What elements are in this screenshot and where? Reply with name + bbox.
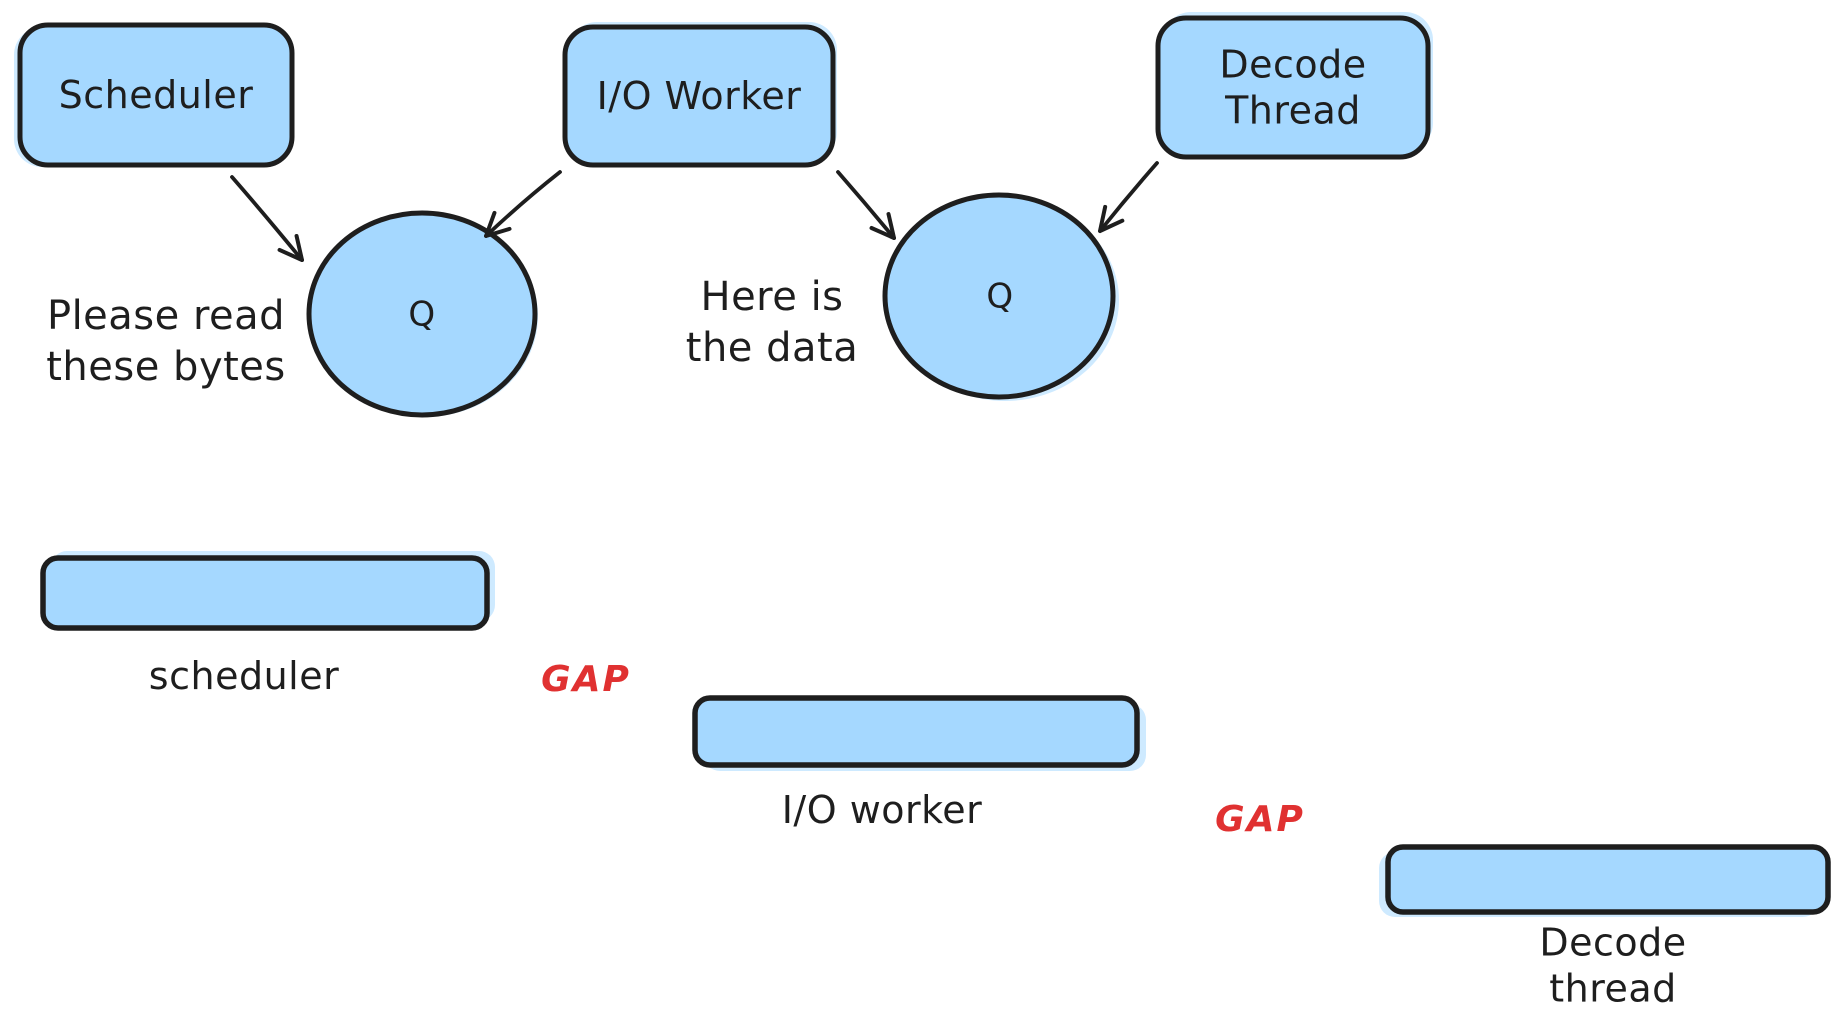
gap-label-1: GAP [541, 659, 631, 701]
queue-circle-left [306, 210, 538, 418]
arrow-scheduler-to-queue-left [230, 175, 304, 262]
decode-thread-box-label: Decode Thread [1219, 42, 1367, 133]
io-worker-box [562, 24, 836, 168]
decode-thread-timeline-bar [1385, 844, 1831, 915]
queue-right-label: Q [986, 276, 1014, 317]
arrow-io-worker-to-queue-right [836, 170, 896, 240]
queue-left-label: Q [408, 294, 436, 335]
arrow-decode-thread-to-queue-right [1098, 161, 1159, 233]
decode-thread-box [1155, 15, 1431, 160]
decode-thread-bar-label: Decode thread [1539, 920, 1687, 1011]
message-here-is-the-data: Here is the data [685, 273, 859, 371]
scheduler-timeline-bar [40, 555, 490, 631]
gap-label-2: GAP [1215, 799, 1305, 841]
io-worker-box-label: I/O Worker [596, 73, 802, 118]
message-please-read-these-bytes: Please read these bytes [46, 292, 286, 390]
scheduler-box [17, 22, 295, 168]
io-worker-bar-label: I/O worker [781, 787, 983, 832]
arrow-io-worker-to-queue-left [484, 170, 562, 238]
io-worker-timeline-bar [692, 695, 1140, 768]
scheduler-bar-label: scheduler [148, 653, 340, 698]
scheduler-box-label: Scheduler [58, 72, 254, 117]
queue-circle-right [882, 192, 1116, 400]
